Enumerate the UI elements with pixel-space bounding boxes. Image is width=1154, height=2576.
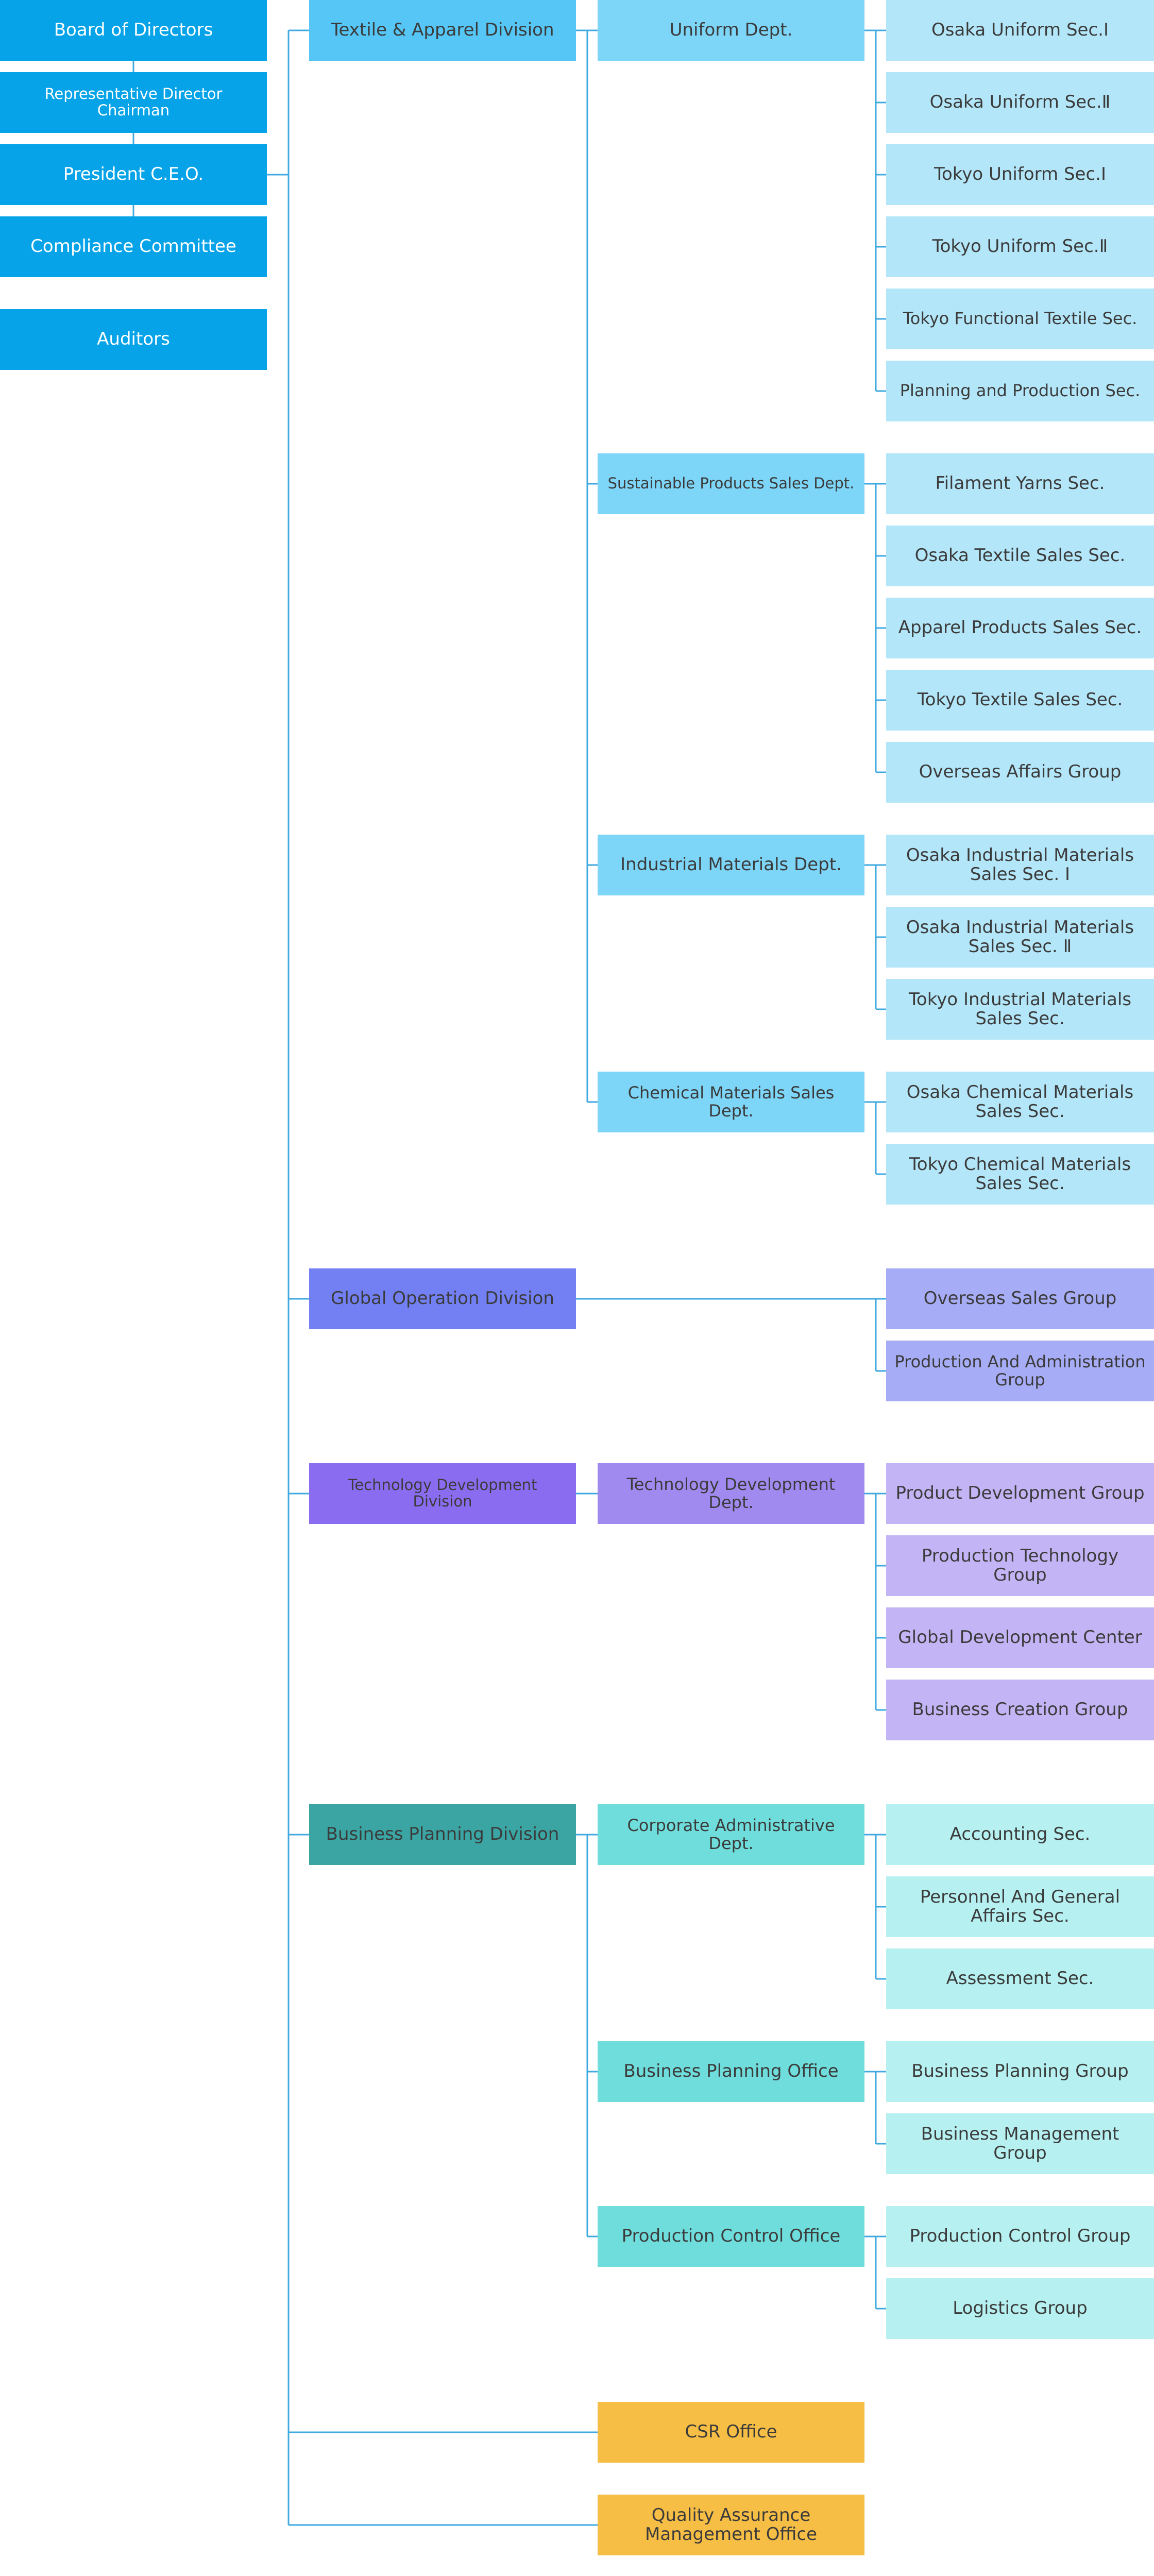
section-box-label: Osaka Industrial Materials Sales Sec. Ⅱ	[906, 917, 1134, 957]
department-box: Production Control Office	[598, 2206, 864, 2267]
division-box: Textile & Apparel Division	[309, 0, 576, 61]
section-box: Tokyo Uniform Sec.Ⅱ	[886, 216, 1154, 277]
exec-box-label: Board of Directors	[54, 20, 213, 41]
section-box: Assessment Sec.	[886, 1948, 1154, 2009]
section-box-label: Tokyo Functional Textile Sec.	[903, 309, 1138, 329]
section-box-label: Tokyo Industrial Materials Sales Sec.	[908, 989, 1132, 1029]
department-box-label: Sustainable Products Sales Dept.	[607, 474, 855, 493]
section-box-label: Tokyo Chemical Materials Sales Sec.	[909, 1154, 1131, 1194]
section-box-label: Product Development Group	[895, 1483, 1145, 1504]
department-box: Business Planning Office	[598, 2041, 864, 2102]
section-box-label: Osaka Textile Sales Sec.	[914, 545, 1126, 566]
exec-box: Board of Directors	[0, 0, 267, 61]
section-box-label: Planning and Production Sec.	[900, 381, 1141, 401]
department-box-label: Production Control Office	[621, 2226, 841, 2247]
section-box-label: Osaka Uniform Sec.Ⅰ	[931, 20, 1109, 41]
section-box-label: Filament Yarns Sec.	[935, 473, 1105, 494]
division-box-label: Textile & Apparel Division	[331, 20, 554, 41]
section-box: Overseas Affairs Group	[886, 742, 1154, 803]
section-box: Production Technology Group	[886, 1535, 1154, 1596]
section-box: Accounting Sec.	[886, 1804, 1154, 1865]
department-box: Industrial Materials Dept.	[598, 835, 864, 895]
section-box-label: Tokyo Textile Sales Sec.	[917, 689, 1123, 710]
section-box-label: Apparel Products Sales Sec.	[898, 617, 1142, 638]
department-box: Uniform Dept.	[598, 0, 864, 61]
section-box: Filament Yarns Sec.	[886, 453, 1154, 514]
exec-box: Auditors	[0, 309, 267, 370]
section-box: Production Control Group	[886, 2206, 1154, 2267]
division-box: Global Operation Division	[309, 1268, 576, 1329]
section-box: Tokyo Textile Sales Sec.	[886, 670, 1154, 731]
section-box: Business Planning Group	[886, 2041, 1154, 2102]
exec-box: President C.E.O.	[0, 144, 267, 205]
group-box-label: Overseas Sales Group	[923, 1288, 1117, 1309]
division-box: Business Planning Division	[309, 1804, 576, 1865]
section-box: Osaka Industrial Materials Sales Sec. Ⅱ	[886, 907, 1154, 968]
department-box-label: Uniform Dept.	[669, 20, 793, 41]
section-box: Business Management Group	[886, 2113, 1154, 2174]
section-box-label: Global Development Center	[898, 1627, 1142, 1648]
section-box-label: Logistics Group	[953, 2298, 1088, 2319]
department-box: Technology Development Dept.	[598, 1463, 864, 1524]
exec-box-label: Representative Director Chairman	[44, 85, 223, 119]
section-box-label: Osaka Chemical Materials Sales Sec.	[906, 1081, 1134, 1122]
division-box-label: Business Planning Division	[326, 1824, 559, 1845]
office-box-label: CSR Office	[685, 2421, 777, 2443]
group-box-label: Production And Administration Group	[894, 1351, 1146, 1389]
section-box-label: Production Technology Group	[921, 1545, 1119, 1585]
section-box: Osaka Industrial Materials Sales Sec. Ⅰ	[886, 835, 1154, 895]
section-box-label: Tokyo Uniform Sec.Ⅱ	[932, 236, 1108, 257]
exec-box: Representative Director Chairman	[0, 72, 267, 133]
department-box-label: Industrial Materials Dept.	[620, 854, 842, 875]
section-box: Product Development Group	[886, 1463, 1154, 1524]
exec-box-label: Auditors	[97, 329, 170, 350]
group-box: Overseas Sales Group	[886, 1268, 1154, 1329]
department-box-label: Business Planning Office	[623, 2061, 839, 2082]
section-box: Planning and Production Sec.	[886, 361, 1154, 421]
section-box: Logistics Group	[886, 2278, 1154, 2339]
office-box-label: Quality Assurance Management Office	[644, 2504, 818, 2545]
division-box-label: Global Operation Division	[331, 1288, 554, 1309]
exec-box-label: President C.E.O.	[63, 164, 204, 185]
division-box: Technology Development Division	[309, 1463, 576, 1524]
section-box: Global Development Center	[886, 1607, 1154, 1668]
section-box: Osaka Uniform Sec.Ⅰ	[886, 0, 1154, 61]
office-box: CSR Office	[598, 2402, 864, 2463]
section-box: Apparel Products Sales Sec.	[886, 598, 1154, 658]
section-box-label: Overseas Affairs Group	[919, 761, 1122, 783]
exec-box: Compliance Committee	[0, 216, 267, 277]
section-box-label: Osaka Uniform Sec.Ⅱ	[929, 92, 1111, 113]
section-box: Personnel And General Affairs Sec.	[886, 1876, 1154, 1937]
department-box-label: Technology Development Dept.	[626, 1474, 836, 1512]
section-box: Osaka Textile Sales Sec.	[886, 526, 1154, 586]
section-box-label: Osaka Industrial Materials Sales Sec. Ⅰ	[906, 844, 1134, 885]
department-box-label: Chemical Materials Sales Dept.	[627, 1082, 835, 1121]
section-box-label: Business Creation Group	[912, 1699, 1128, 1720]
section-box-label: Production Control Group	[909, 2226, 1131, 2247]
section-box: Tokyo Industrial Materials Sales Sec.	[886, 979, 1154, 1040]
department-box: Sustainable Products Sales Dept.	[598, 453, 864, 514]
section-box-label: Business Planning Group	[911, 2061, 1129, 2082]
section-box-label: Accounting Sec.	[949, 1824, 1091, 1845]
group-box: Production And Administration Group	[886, 1341, 1154, 1401]
section-box: Tokyo Chemical Materials Sales Sec.	[886, 1144, 1154, 1205]
section-box: Osaka Uniform Sec.Ⅱ	[886, 72, 1154, 133]
exec-box-label: Compliance Committee	[30, 236, 236, 257]
section-box-label: Assessment Sec.	[946, 1968, 1094, 1989]
office-box: Quality Assurance Management Office	[598, 2495, 864, 2555]
department-box: Corporate Administrative Dept.	[598, 1804, 864, 1865]
section-box: Business Creation Group	[886, 1680, 1154, 1740]
section-box: Tokyo Functional Textile Sec.	[886, 289, 1154, 349]
section-box: Tokyo Uniform Sec.Ⅰ	[886, 144, 1154, 205]
department-box-label: Corporate Administrative Dept.	[627, 1815, 835, 1853]
section-box-label: Personnel And General Affairs Sec.	[920, 1886, 1121, 1926]
division-box-label: Technology Development Division	[348, 1476, 537, 1510]
department-box: Chemical Materials Sales Dept.	[598, 1072, 864, 1132]
section-box-label: Tokyo Uniform Sec.Ⅰ	[934, 164, 1106, 185]
section-box: Osaka Chemical Materials Sales Sec.	[886, 1072, 1154, 1132]
section-box-label: Business Management Group	[921, 2123, 1119, 2163]
